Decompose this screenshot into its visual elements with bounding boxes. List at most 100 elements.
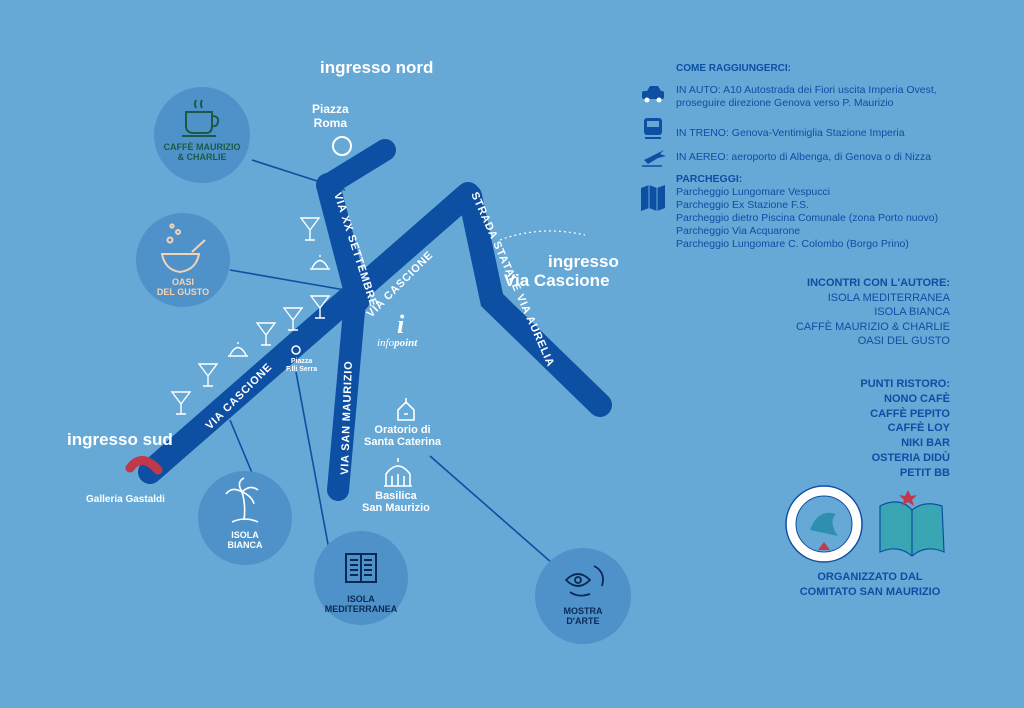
infopoint-label-b: point xyxy=(393,337,418,349)
book-logo xyxy=(879,490,945,557)
poi-mostra-line1: MOSTRA xyxy=(563,606,603,616)
road-strada-statale xyxy=(458,184,612,417)
poi-isola-med-label: ISOLA MEDITERRANEA xyxy=(314,594,408,614)
connector-mostra xyxy=(429,455,561,571)
ingresso-nord-label: ingresso nord xyxy=(320,58,434,77)
ingresso-via-cascione-label: ingresso Via Cascione xyxy=(504,252,619,290)
basilica-icon xyxy=(384,458,412,487)
infopoint-label: infopoint xyxy=(377,337,418,349)
treno-line: IN TRENO: Genova-Ventimiglia Stazione Im… xyxy=(676,127,905,139)
ristoro-3: CAFFÈ LOY xyxy=(887,422,950,435)
poi-isola-bianca-line1: ISOLA xyxy=(231,530,259,540)
ingresso-sud-label: ingresso sud xyxy=(67,430,173,449)
cloche-icon xyxy=(228,342,248,357)
road-via-cascione xyxy=(138,182,480,484)
organizzato-line1: ORGANIZZATO DAL xyxy=(817,571,923,583)
label-via-san-maurizio: VIA SAN MAURIZIO xyxy=(339,360,355,475)
plane-icon xyxy=(642,150,666,167)
label-via-cascione-lower: VIA CASCIONE xyxy=(204,361,275,432)
roads xyxy=(138,139,612,501)
auto-line1: IN AUTO: A10 Autostrada dei Fiori uscita… xyxy=(676,84,937,96)
poi-oasi-line2: DEL GUSTO xyxy=(156,287,210,297)
piazza-serra-label: Piazza F.lli Serra xyxy=(286,358,317,374)
incontri-title: INCONTRI CON L'AUTORE: xyxy=(807,277,950,289)
come-title: COME RAGGIUNGERCI: xyxy=(676,63,791,74)
organizzato: ORGANIZZATO DAL COMITATO SAN MAURIZIO xyxy=(780,570,960,600)
poi-circle-oasi xyxy=(136,213,230,307)
poi-mostra-label: MOSTRA D'ARTE xyxy=(538,606,628,626)
poi-isola-bianca-line2: BIANCA xyxy=(227,540,263,550)
cloches xyxy=(228,255,330,357)
ingresso-via-cascione-line2: Via Cascione xyxy=(504,271,610,290)
basilica-line2: San Maurizio xyxy=(362,502,430,514)
open-book-icon xyxy=(345,553,377,583)
connector-oasi xyxy=(229,269,346,291)
aereo-line: IN AEREO: aeroporto di Albenga, di Genov… xyxy=(676,151,932,163)
galleria-arc xyxy=(125,456,163,475)
parcheggio-1: Parcheggio Lungomare Vespucci xyxy=(676,186,831,198)
train-icon xyxy=(644,118,662,139)
poi-isola-bianca-label: ISOLA BIANCA xyxy=(200,530,290,550)
parking-map-icon xyxy=(641,185,665,211)
road-via-xx-settembre xyxy=(316,173,370,312)
info-icon: i xyxy=(397,310,405,339)
poi-caffe-label: CAFFÈ MAURIZIO & CHARLIE xyxy=(156,142,248,162)
ristoro-6: PETIT BB xyxy=(899,466,950,479)
cloche-icon xyxy=(310,255,330,270)
cooking-pot-icon xyxy=(160,223,206,274)
incontri-2: ISOLA BIANCA xyxy=(874,306,950,318)
piazza-roma-marker xyxy=(332,136,352,156)
oratorio-label: Oratorio di Santa Caterina xyxy=(364,424,441,448)
cocktail-glass-icon xyxy=(255,322,277,346)
piazza-roma-line2: Roma xyxy=(313,116,348,130)
poi-oasi-label: OASI DEL GUSTO xyxy=(140,277,226,297)
parcheggio-5: Parcheggio Lungomare C. Colombo (Borgo P… xyxy=(676,238,909,250)
piazza-serra-line2: F.lli Serra xyxy=(286,366,318,373)
parcheggi-title: PARCHEGGI: xyxy=(676,173,743,185)
poi-oasi-line1: OASI xyxy=(171,277,194,287)
piazza-serra-line1: Piazza xyxy=(290,358,313,365)
coffee-cup-icon xyxy=(182,99,220,137)
cocktail-glass-icon xyxy=(197,363,219,387)
cocktail-glass-icon xyxy=(170,391,192,415)
cocktail-glass-icon xyxy=(309,295,331,319)
poi-isola-med-line2: MEDITERRANEA xyxy=(324,604,398,614)
cocktail-glasses xyxy=(170,217,331,415)
galleria-label: Galleria Gastaldi xyxy=(86,494,165,505)
incontri-autore: INCONTRI CON L'AUTORE: ISOLA MEDITERRANE… xyxy=(720,276,950,349)
oratorio-line2: Santa Caterina xyxy=(364,436,442,448)
poi-mostra-line2: D'ARTE xyxy=(566,616,600,626)
piazza-serra-marker xyxy=(291,345,301,355)
ristoro-4: NIKI BAR xyxy=(901,437,950,450)
parcheggio-2: Parcheggio Ex Stazione F.S. xyxy=(676,199,810,211)
incontri-4: OASI DEL GUSTO xyxy=(857,335,950,347)
organizzato-line2: COMITATO SAN MAURIZIO xyxy=(799,586,941,598)
ristoro-2: CAFFÈ PEPITO xyxy=(870,407,950,420)
panel-icons xyxy=(641,86,666,211)
comitato-logo xyxy=(785,485,863,563)
punti-ristoro: PUNTI RISTORO: NONO CAFÈ CAFFÈ PEPITO CA… xyxy=(760,377,950,481)
piazza-roma-line1: Piazza xyxy=(312,102,349,116)
come-raggiungerci: COME RAGGIUNGERCI: IN AUTO: A10 Autostra… xyxy=(676,62,976,251)
incontri-3: CAFFÈ MAURIZIO & CHARLIE xyxy=(795,320,950,333)
poi-isola-med-line1: ISOLA xyxy=(347,594,375,604)
piazza-roma-label: Piazza Roma xyxy=(312,102,349,130)
poi-caffe-line1: CAFFÈ MAURIZIO xyxy=(163,142,241,152)
infopoint-label-a: info xyxy=(377,337,395,349)
oratorio-line1: Oratorio di xyxy=(374,424,431,436)
basilica-label: Basilica San Maurizio xyxy=(362,490,430,514)
connector-isola-bianca xyxy=(229,419,256,481)
ristoro-5: OSTERIA DIDÙ xyxy=(871,451,950,464)
ingresso-via-cascione-line1: ingresso xyxy=(548,252,619,271)
parcheggio-3: Parcheggio dietro Piscina Comunale (zona… xyxy=(676,212,939,224)
eye-art-icon xyxy=(564,565,604,597)
cocktail-glass-icon xyxy=(282,307,304,331)
ristoro-1: NONO CAFÈ xyxy=(884,392,950,405)
connector-isola-med xyxy=(295,371,331,556)
ristoro-title: PUNTI RISTORO: xyxy=(860,378,950,390)
church-icon xyxy=(397,398,415,421)
poi-caffe-line2: & CHARLIE xyxy=(177,152,227,162)
parcheggio-4: Parcheggio Via Acquarone xyxy=(676,225,801,237)
